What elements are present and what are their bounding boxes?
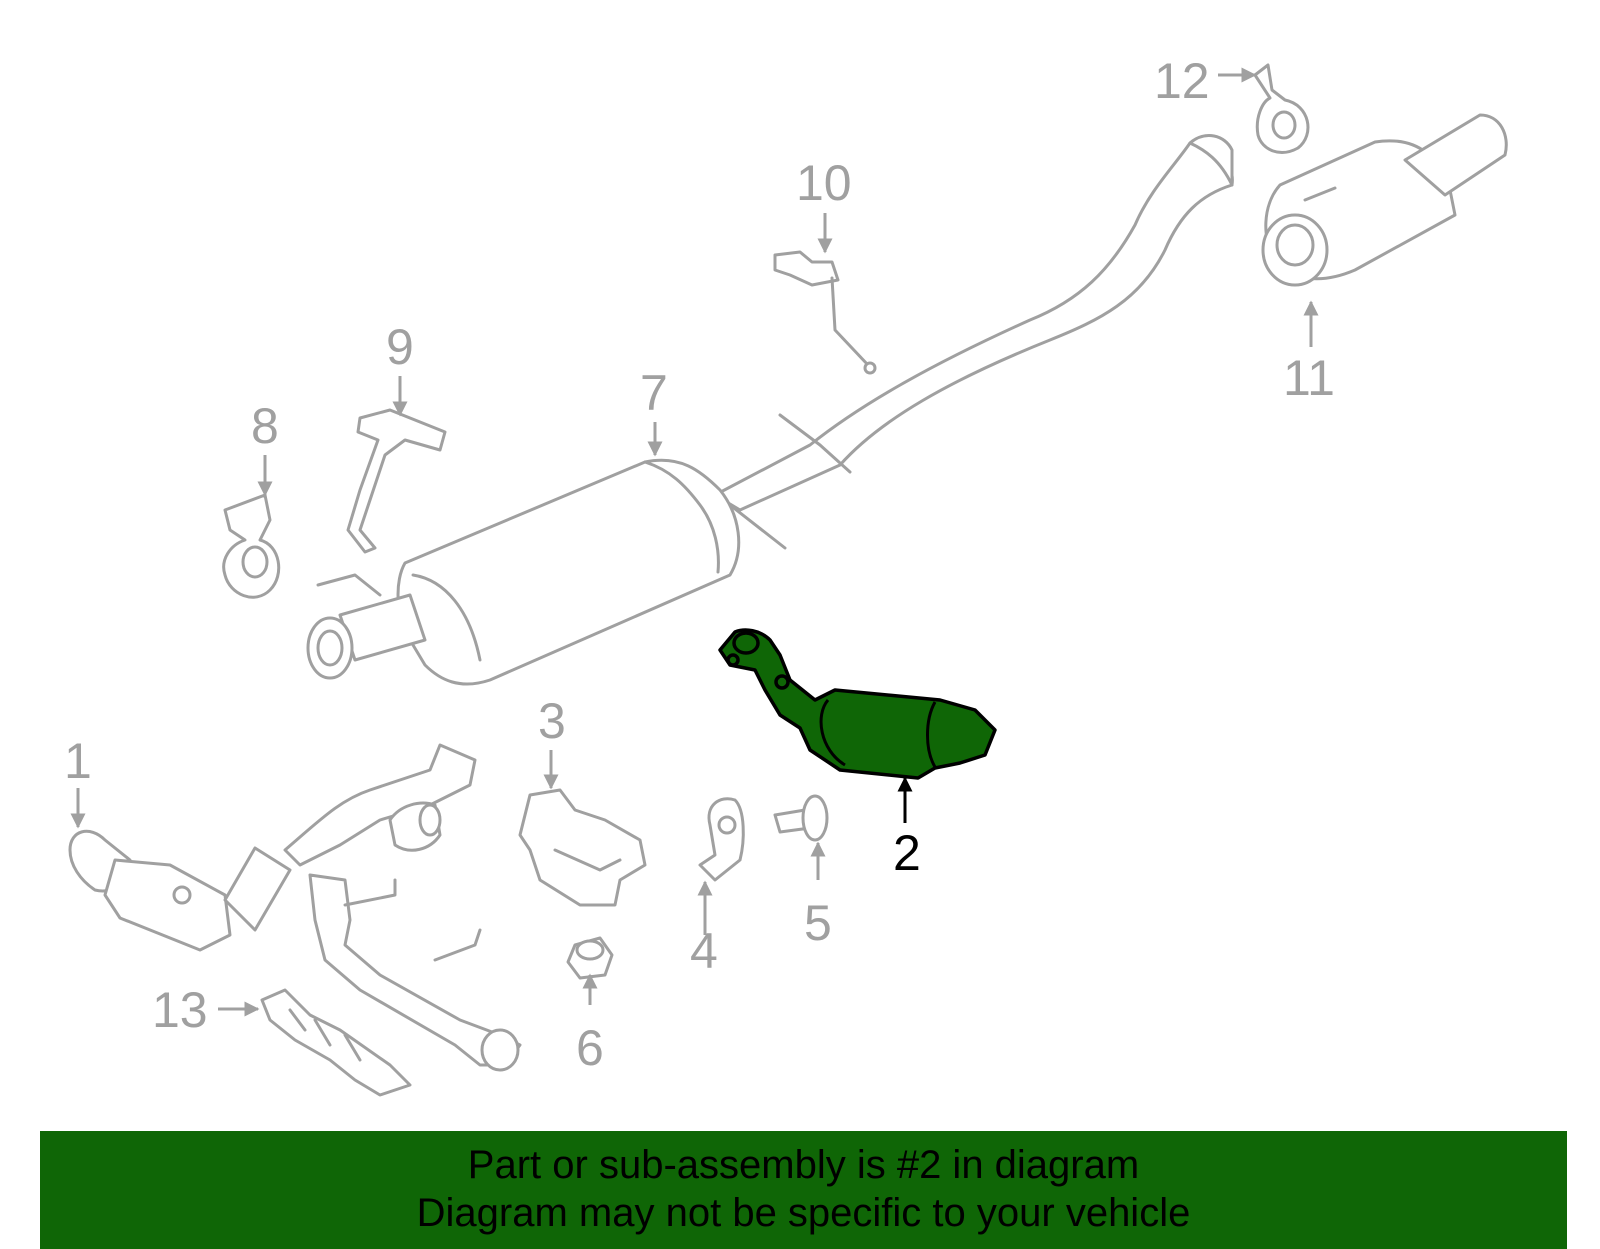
callout-labels: 1 2 3 4 5 6 7 8 9 10 11 12 13 xyxy=(64,53,1335,1076)
callout-6: 6 xyxy=(576,1020,604,1076)
part-1-front-pipe xyxy=(68,743,522,1072)
info-banner: Part or sub-assembly is #2 in diagram Di… xyxy=(40,1131,1567,1249)
part-12-isolator xyxy=(1253,63,1310,154)
part-6-nut xyxy=(566,936,614,980)
part-8-hanger xyxy=(222,493,281,599)
callout-9: 9 xyxy=(386,319,414,375)
banner-line-1: Part or sub-assembly is #2 in diagram xyxy=(467,1143,1140,1187)
callout-2: 2 xyxy=(893,825,921,881)
part-10-sensor xyxy=(773,250,877,375)
part-11-rear-muffler xyxy=(1261,113,1508,287)
callout-10: 10 xyxy=(796,155,852,211)
part-13-flex-pipe xyxy=(260,988,412,1097)
callout-8: 8 xyxy=(251,398,279,454)
callout-4: 4 xyxy=(690,923,718,979)
banner-line-2: Diagram may not be specific to your vehi… xyxy=(416,1191,1191,1235)
callout-11: 11 xyxy=(1283,350,1335,406)
part-7-muffler-pipe xyxy=(306,134,1234,686)
callout-1: 1 xyxy=(64,733,92,789)
callout-13: 13 xyxy=(152,982,208,1038)
part-2-catalytic-converter xyxy=(718,628,997,780)
leader-lines xyxy=(70,67,1319,1017)
callout-12: 12 xyxy=(1154,53,1210,109)
part-9-bracket xyxy=(346,408,447,554)
callout-7: 7 xyxy=(640,365,668,421)
part-4-clamp xyxy=(698,797,745,882)
callout-5: 5 xyxy=(804,895,832,951)
part-3-bracket xyxy=(518,788,647,907)
part-5-bolt xyxy=(773,794,829,842)
callout-3: 3 xyxy=(538,693,566,749)
